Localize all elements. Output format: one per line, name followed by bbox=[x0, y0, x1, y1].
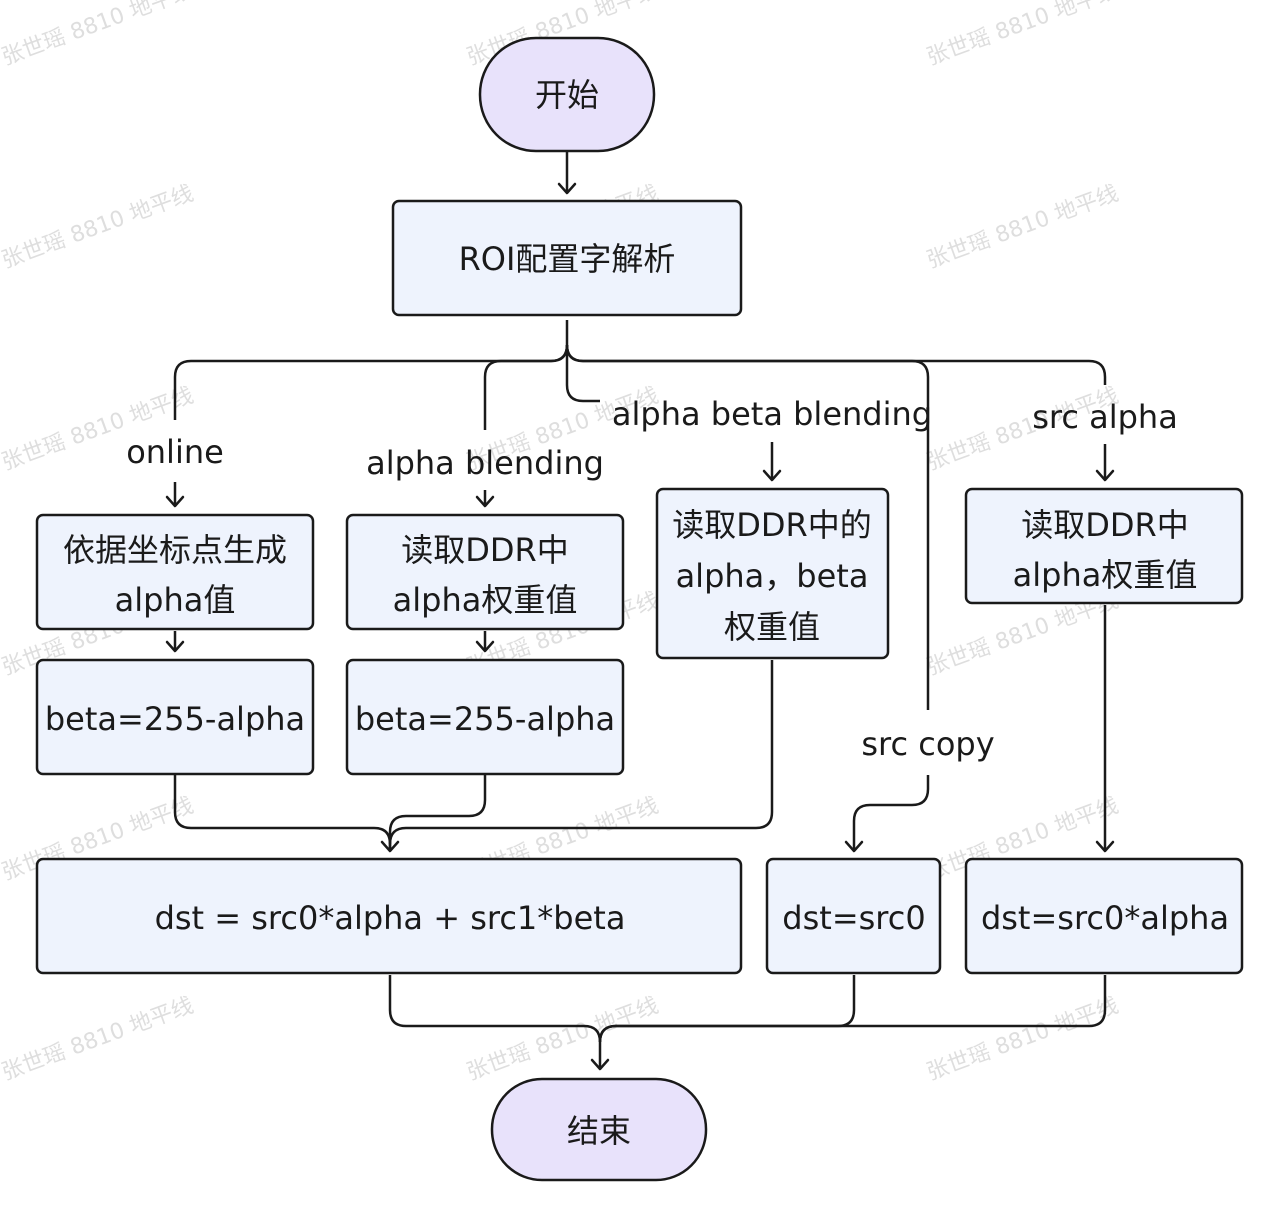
edge-alpha-blending bbox=[483, 344, 569, 430]
edge-label-alpha-blending: alpha blending bbox=[366, 444, 604, 482]
node-online-gen-line1: 依据坐标点生成 bbox=[63, 531, 287, 569]
node-end: 结束 bbox=[490, 1077, 708, 1182]
node-abb-read-line2: alpha，beta bbox=[676, 557, 869, 595]
arrowhead bbox=[557, 182, 577, 195]
node-online-beta-label: beta=255-alpha bbox=[45, 700, 305, 738]
edge-src-alpha-end bbox=[598, 975, 1107, 1043]
edge-ab-beta-blend bbox=[388, 775, 487, 850]
node-abb-read: 读取DDR中的 alpha，beta 权重值 bbox=[655, 487, 890, 660]
node-abb-read-line3: 权重值 bbox=[724, 608, 820, 646]
node-online-gen-line2: alpha值 bbox=[115, 581, 236, 619]
node-parse-label: ROI配置字解析 bbox=[459, 240, 676, 278]
edge-blend-end bbox=[388, 975, 602, 1068]
node-sa-read-line1: 读取DDR中 bbox=[1021, 506, 1189, 544]
edge-label-alpha-beta-blending: alpha beta blending bbox=[612, 395, 932, 433]
edge-label-src-alpha: src alpha bbox=[1032, 398, 1178, 436]
arrowhead bbox=[1095, 469, 1115, 482]
node-src-alpha-label: dst=src0*alpha bbox=[981, 899, 1229, 937]
watermark: 张世瑶 8810 地平线 bbox=[924, 181, 1122, 274]
node-copy-label: dst=src0 bbox=[782, 899, 925, 937]
node-src-alpha: dst=src0*alpha bbox=[964, 857, 1244, 975]
node-parse: ROI配置字解析 bbox=[391, 199, 743, 317]
watermark: 张世瑶 8810 地平线 bbox=[0, 0, 197, 71]
edge-label-src-copy: src copy bbox=[861, 725, 994, 763]
arrowhead bbox=[762, 469, 782, 482]
node-start-label: 开始 bbox=[535, 76, 599, 114]
node-online-gen: 依据坐标点生成 alpha值 bbox=[35, 513, 315, 631]
node-blend: dst = src0*alpha + src1*beta bbox=[35, 857, 743, 975]
node-copy: dst=src0 bbox=[765, 857, 942, 975]
edges bbox=[165, 152, 1115, 1071]
node-sa-read: 读取DDR中 alpha权重值 bbox=[964, 487, 1244, 605]
node-start: 开始 bbox=[478, 36, 656, 153]
arrowhead bbox=[380, 840, 400, 853]
node-ab-read: 读取DDR中 alpha权重值 bbox=[345, 513, 625, 631]
node-ab-beta-label: beta=255-alpha bbox=[355, 700, 615, 738]
node-ab-beta: beta=255-alpha bbox=[345, 658, 625, 776]
edge-online-beta-blend bbox=[173, 775, 392, 850]
watermark: 张世瑶 8810 地平线 bbox=[0, 993, 197, 1086]
arrowhead bbox=[165, 640, 185, 653]
node-ab-read-line1: 读取DDR中 bbox=[401, 531, 569, 569]
edge-labels: online alpha blending alpha beta blendin… bbox=[126, 395, 1178, 763]
node-end-label: 结束 bbox=[567, 1112, 631, 1150]
watermark: 张世瑶 8810 地平线 bbox=[0, 181, 197, 274]
arrowhead bbox=[844, 840, 864, 853]
arrowhead bbox=[590, 1058, 610, 1071]
node-ab-read-line2: alpha权重值 bbox=[393, 581, 578, 619]
node-blend-label: dst = src0*alpha + src1*beta bbox=[155, 899, 626, 937]
watermark: 张世瑶 8810 地平线 bbox=[924, 993, 1122, 1086]
node-online-beta: beta=255-alpha bbox=[35, 658, 315, 776]
watermark: 张世瑶 8810 地平线 bbox=[924, 0, 1122, 71]
arrowhead bbox=[1095, 840, 1115, 853]
edge-online bbox=[173, 320, 569, 420]
edge-alpha-beta-blending bbox=[565, 345, 600, 403]
arrowhead bbox=[475, 640, 495, 653]
arrowhead bbox=[475, 495, 495, 508]
edge-label-online: online bbox=[126, 433, 224, 471]
node-sa-read-line2: alpha权重值 bbox=[1013, 556, 1198, 594]
node-abb-read-line1: 读取DDR中的 bbox=[672, 506, 872, 544]
arrowhead bbox=[165, 495, 185, 508]
edge-abb-read-blend bbox=[388, 660, 774, 845]
edge-src-copy-lower bbox=[852, 775, 930, 850]
edge-src-alpha bbox=[565, 344, 1107, 385]
watermark: 张世瑶 8810 地平线 bbox=[464, 993, 662, 1086]
